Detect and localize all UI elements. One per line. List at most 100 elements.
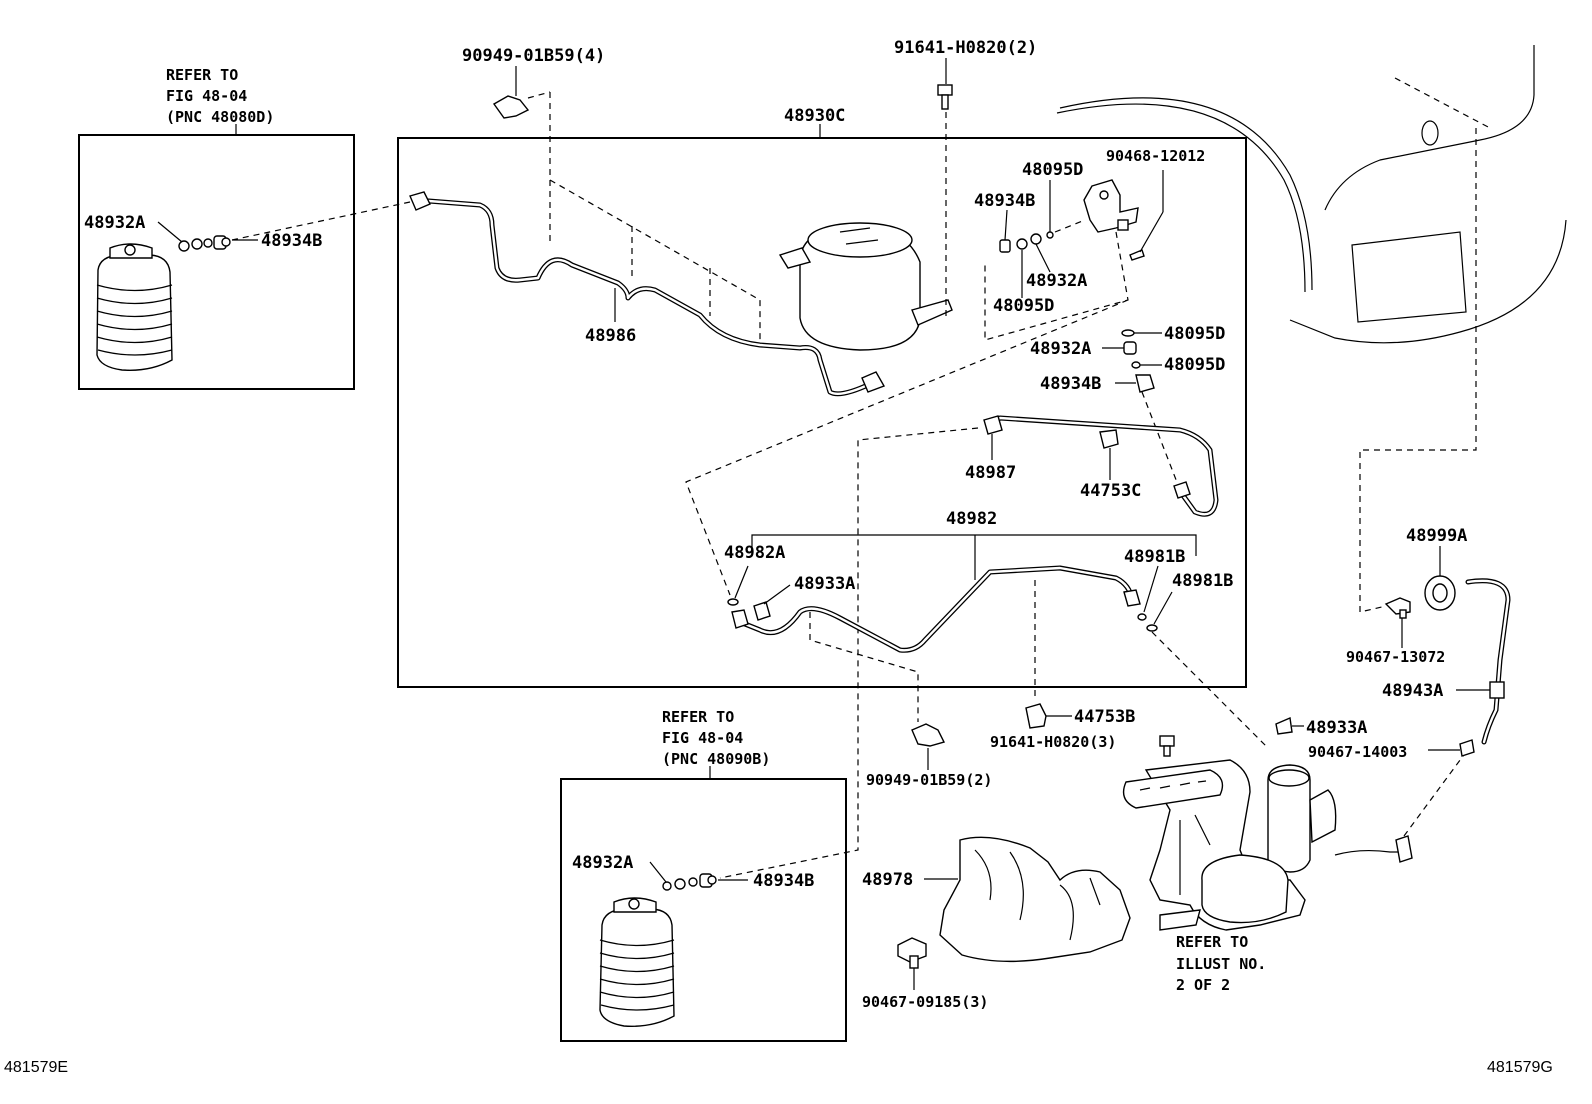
label-48981b-2: 48981B [1172, 571, 1233, 591]
dash-outlet-to-hose [1403, 751, 1467, 837]
label-48943a: 48943A [1382, 681, 1443, 701]
dash-48986-to-left-fitting [231, 201, 411, 241]
label-48933a-out: 48933A [1306, 718, 1367, 738]
clip-90468 [1129, 249, 1145, 261]
label-48095d-r1: 48095D [1164, 324, 1225, 344]
leader-48932a-left [157, 221, 183, 243]
dash-clip-top [527, 91, 551, 99]
label-48934b-r: 48934B [1040, 374, 1101, 394]
note-refer-illust-2: ILLUST NO. [1176, 955, 1266, 973]
hose-48943a-sleeve [1489, 681, 1505, 699]
label-48933a-in: 48933A [794, 574, 855, 594]
note-refer-bottom-3: (PNC 48090B) [662, 750, 770, 768]
label-48987: 48987 [965, 463, 1016, 483]
heat-shield-48978 [939, 836, 1131, 963]
label-44753c: 44753C [1080, 481, 1141, 501]
bolt-90467-09185 [897, 937, 927, 969]
pipe-48987-inner [988, 416, 1218, 516]
hose-48943a-outer [1465, 578, 1511, 745]
note-refer-top-3: (PNC 48080D) [166, 108, 274, 126]
clamp-90467-14003 [1459, 739, 1475, 757]
label-91641-bottom: 91641-H0820(3) [990, 733, 1116, 751]
pipe-48982-end-fitting-a [731, 609, 749, 629]
bottom-reference-box [560, 778, 847, 1042]
dash-right-column [1141, 391, 1181, 491]
fitting-mid-group [999, 219, 1086, 253]
label-48095d-top: 48095D [1022, 160, 1083, 180]
pipe-48982-inner [738, 566, 1134, 652]
leader-48934b-mid [1004, 209, 1008, 241]
bracket-48982 [751, 534, 1197, 556]
leader-48932a-bottom [649, 861, 667, 883]
label-48932a-bottom: 48932A [572, 853, 633, 873]
dash-bracket-48986 [549, 92, 761, 340]
grommet-48999a [1424, 575, 1456, 611]
note-refer-bottom-2: FIG 48-04 [662, 729, 743, 747]
pipe-48982-end-fitting-b [1123, 589, 1141, 607]
air-spring-bottom [599, 897, 675, 1027]
label-48981b-1: 48981B [1124, 547, 1185, 567]
label-90467-09185: 90467-09185(3) [862, 993, 988, 1011]
label-48978: 48978 [862, 870, 913, 890]
label-48095d-r2: 48095D [1164, 355, 1225, 375]
bolt-91641-bottom [1159, 735, 1175, 757]
leader-48933a-in [763, 584, 791, 605]
ring-48982a [727, 598, 739, 606]
clip-90949-bottom [911, 723, 946, 747]
label-90468: 90468-12012 [1106, 147, 1205, 165]
pipe-48986-inner [414, 198, 872, 395]
label-91641-top: 91641-H0820(2) [894, 38, 1037, 58]
figure-id-left: 481579E [4, 1059, 68, 1076]
leader-48982a [734, 565, 749, 599]
fitting-bottom-group [662, 873, 717, 891]
dash-valve-route [685, 231, 1129, 596]
dash-48987-route [719, 427, 979, 879]
label-90467-14003: 90467-14003 [1308, 743, 1407, 761]
label-48932a-mid: 48932A [1026, 271, 1087, 291]
figure-id-right: 481579G [1487, 1059, 1553, 1076]
note-refer-top-1: REFER TO [166, 66, 238, 84]
label-48982a: 48982A [724, 543, 785, 563]
note-refer-illust-1: REFER TO [1176, 933, 1248, 951]
label-90949-bottom: 90949-01B59(2) [866, 771, 992, 789]
label-48930c: 48930C [784, 106, 845, 126]
pipe-48986-end-fitting-a [409, 191, 431, 211]
label-48932a-left: 48932A [84, 213, 145, 233]
leader-48981b-1 [1143, 565, 1159, 613]
label-48934b-mid: 48934B [974, 191, 1035, 211]
air-spring-left [96, 243, 173, 371]
dash-right-outer [1359, 128, 1477, 613]
vehicle-body-outline [1056, 45, 1567, 344]
label-48934b-bottom: 48934B [753, 871, 814, 891]
label-48934b-left: 48934B [261, 231, 322, 251]
pipe-48987-end-fitting [983, 415, 1003, 435]
ring-48095d-r2 [1131, 361, 1141, 369]
leader-48932a-mid [1035, 243, 1051, 273]
clamp-44753b [1025, 703, 1047, 729]
dash-48982-clips [809, 580, 1036, 722]
ring-48095d-r1 [1121, 329, 1135, 337]
ring-48981b-1 [1137, 613, 1147, 621]
air-tank [778, 222, 953, 351]
fitting-compressor-outlet [1395, 835, 1413, 863]
label-48982: 48982 [946, 509, 997, 529]
fitting-left-group [178, 235, 231, 252]
note-refer-top-2: FIG 48-04 [166, 87, 247, 105]
bolt-91641-top [937, 84, 953, 110]
leader-48981b-2 [1153, 591, 1173, 625]
label-48986: 48986 [585, 326, 636, 346]
label-48095d-mid: 48095D [993, 296, 1054, 316]
bolt-90467-13072 [1384, 597, 1411, 619]
pipe-48986-end-fitting-b [861, 371, 886, 393]
height-control-valve [1083, 179, 1139, 233]
clip-48933a-out [1275, 716, 1293, 735]
label-90949-top: 90949-01B59(4) [462, 46, 605, 66]
hose-from-compressor [1334, 849, 1404, 856]
label-48999a: 48999A [1406, 526, 1467, 546]
air-compressor-assembly [1122, 759, 1337, 931]
hose-48943a-inner [1466, 579, 1510, 744]
union-48934b-r [1135, 374, 1155, 393]
clamp-44753c [1099, 429, 1119, 449]
left-reference-box [78, 134, 355, 390]
